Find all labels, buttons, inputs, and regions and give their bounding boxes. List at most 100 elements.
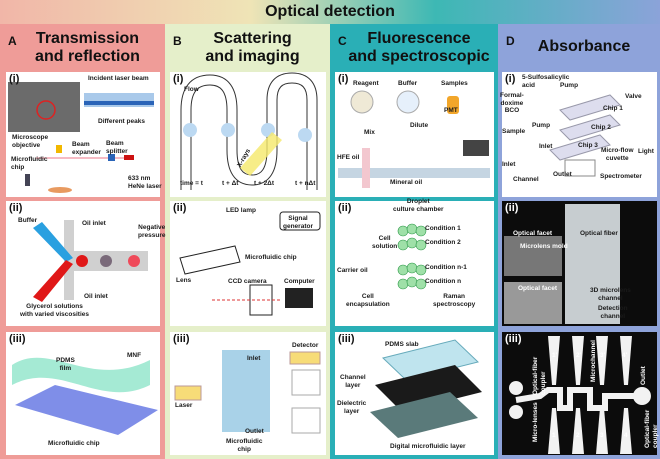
diagram-label: Beam expander xyxy=(72,141,101,156)
diagram-label: 3 xyxy=(600,432,604,439)
diagram-label: Detector xyxy=(292,342,319,349)
column-heading: Scattering and imaging xyxy=(205,30,300,65)
diagram-label: Microscope objective xyxy=(12,134,49,149)
panel-letter: B xyxy=(173,34,182,48)
diagram-label: Micro-flow cuvette xyxy=(601,147,634,162)
diagram-label: Microfluidic chip xyxy=(226,438,263,453)
subpanel-numeral: (ii) xyxy=(9,202,23,214)
diagram-label: Outlet xyxy=(640,366,647,385)
diagram-label: Sample xyxy=(502,128,526,135)
diagram-label: Dilute xyxy=(410,122,429,129)
diagram-label: 1' xyxy=(552,352,558,359)
diagram-label: Oil inlet xyxy=(82,220,106,227)
diagram-label: Inlet xyxy=(247,355,261,362)
diagram-label: Incident laser beam xyxy=(88,75,149,82)
diagram-label: Cell solution xyxy=(372,235,398,250)
diagram-label: Micro-lenses xyxy=(532,402,539,442)
diagram-label: Computer xyxy=(284,278,315,285)
panel-letter: A xyxy=(8,34,17,48)
diagram-label: LED lamp xyxy=(226,207,256,214)
diagram-label: 3' xyxy=(600,352,606,359)
diagram-label: Condition n-1 xyxy=(425,264,467,271)
diagram-label: PMT xyxy=(444,107,458,114)
subpanel-c-3: (iii) xyxy=(335,332,494,455)
panel-letter: C xyxy=(338,34,347,48)
diagram-label: CCD camera xyxy=(228,278,267,285)
diagram-label: Optical facet xyxy=(513,230,553,237)
diagram-label: Negative pressure xyxy=(138,224,166,239)
diagram-label: Outlet xyxy=(553,171,572,178)
diagram-label: Reagent xyxy=(353,80,379,87)
diagram-label: Condition 1 xyxy=(425,225,461,232)
diagram-label: Microfluidic chip xyxy=(11,156,48,171)
diagram-label: t + Δt xyxy=(222,180,239,187)
subpanel-numeral: (i) xyxy=(173,73,184,85)
diagram-label: Cell encapsulation xyxy=(346,293,390,308)
diagram-label: Flow xyxy=(184,86,199,93)
diagram-label: Glycerol solutions with varied viscositi… xyxy=(20,303,90,318)
diagram-label: 2' xyxy=(576,352,582,359)
diagram-label: Inlet xyxy=(502,161,516,168)
diagram-label: 633 nm HeNe laser xyxy=(128,175,162,190)
subpanel-d-2: (ii) xyxy=(502,201,657,326)
diagram-label: 2 xyxy=(576,432,580,439)
diagram-label: Condition n xyxy=(425,278,462,285)
diagram-label: Samples xyxy=(441,80,468,87)
diagram-label: Optical-fiber coupler xyxy=(532,356,547,395)
diagram-label: Laser xyxy=(175,402,193,409)
subpanel-numeral: (ii) xyxy=(338,202,352,214)
subpanel-a-3: (iii) xyxy=(6,332,160,455)
diagram-label: PDMS slab xyxy=(385,341,419,348)
diagram-label: Valve xyxy=(625,93,642,100)
title-bar: Optical detection xyxy=(0,0,660,24)
diagram-label: Spectrometer xyxy=(600,173,642,180)
diagram-label: Detection channel xyxy=(598,305,628,320)
diagram-label: Optical fiber xyxy=(580,230,618,237)
diagram-label: Pump xyxy=(560,82,579,89)
diagram-label: Signal generator xyxy=(283,215,313,230)
diagram-label: Pump xyxy=(532,122,551,129)
diagram-label: Chip 3 xyxy=(578,142,598,149)
diagram-label: 3D microlens channel xyxy=(590,287,631,302)
subpanel-numeral: (i) xyxy=(338,73,349,85)
subpanel-numeral: (iii) xyxy=(173,333,190,345)
diagram-label: Microfluidic chip xyxy=(245,254,297,261)
diagram-label: t + 2Δt xyxy=(254,180,275,187)
subpanel-numeral: (ii) xyxy=(173,202,187,214)
diagram-label: Buffer xyxy=(18,217,38,224)
diagram-label: Mineral oil xyxy=(390,179,423,186)
diagram-label: Microlens mold xyxy=(520,243,568,250)
diagram-label: Microfluidic chip xyxy=(48,440,100,447)
diagram-label: Oil inlet xyxy=(84,293,108,300)
diagram-label: HFE oil xyxy=(337,154,360,161)
diagram-label: Microchannel xyxy=(590,340,597,382)
diagram-label: Different peaks xyxy=(98,118,145,125)
subpanel-numeral: (i) xyxy=(505,73,516,85)
diagram-label: Raman spectroscopy xyxy=(433,293,476,308)
diagram-label: 5-Sulfosalicylic acid xyxy=(522,74,570,89)
diagram-label: time = t xyxy=(180,180,203,187)
subpanel-numeral: (iii) xyxy=(338,333,355,345)
subpanel-numeral: (i) xyxy=(9,73,20,85)
subpanel-numeral: (ii) xyxy=(505,202,519,214)
column-heading: Transmission and reflection xyxy=(35,30,140,65)
diagram-label: Inlet xyxy=(539,143,553,150)
diagram-label: Beam splitter xyxy=(106,140,128,155)
column-heading: Fluorescence and spectroscopic xyxy=(348,30,490,65)
diagram-label: Light xyxy=(638,148,654,155)
diagram-label: 4 xyxy=(624,432,628,439)
column-heading: Absorbance xyxy=(537,38,631,55)
diagram-label: Channel layer xyxy=(340,374,366,389)
diagram-label: Chip 2 xyxy=(591,124,611,131)
panel-letter: D xyxy=(506,34,515,48)
subpanel-numeral: (iii) xyxy=(505,333,522,345)
diagram-label: Lens xyxy=(176,277,192,284)
diagram-label: Condition 2 xyxy=(425,239,461,246)
subpanel-numeral: (iii) xyxy=(9,333,26,345)
figure-title: Optical detection xyxy=(265,3,395,20)
diagram-label: Dielectric layer xyxy=(337,400,367,415)
diagram-label: Channel xyxy=(513,176,539,183)
diagram-label: Chip 1 xyxy=(603,105,623,112)
diagram-label: MNF xyxy=(127,352,142,359)
diagram-label: 1 xyxy=(552,432,556,439)
